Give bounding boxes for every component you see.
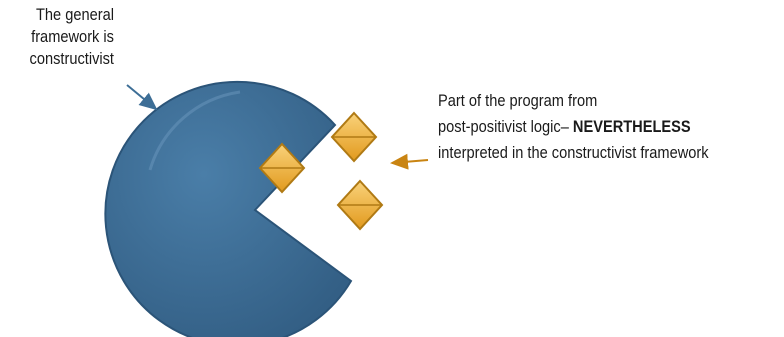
diamond-1 — [330, 111, 378, 163]
post-positivist-label: Part of the program from post-positivist… — [438, 88, 709, 166]
diamond-3 — [336, 179, 384, 231]
left-arrow — [126, 84, 158, 111]
pie-highlight — [148, 90, 241, 171]
diamond-2 — [258, 142, 306, 194]
right-label-line-3: interpreted in the constructivist framew… — [438, 143, 709, 162]
left-label-line-2: framework is — [31, 27, 114, 46]
nevertheless-emphasis: NEVERTHELESS — [572, 117, 691, 136]
constructivist-label: The general framework is constructivist — [0, 4, 114, 70]
right-label-line-2-prefix: post-positivist logic– — [438, 117, 573, 136]
right-label-line-2: post-positivist logic– NEVERTHELESS — [438, 114, 709, 140]
left-label-line-3: constructivist — [29, 49, 114, 68]
constructivist-pie — [104, 80, 353, 337]
right-arrow — [390, 153, 429, 170]
right-label-line-1: Part of the program from — [438, 91, 598, 110]
left-label-line-1: The general — [35, 5, 114, 24]
